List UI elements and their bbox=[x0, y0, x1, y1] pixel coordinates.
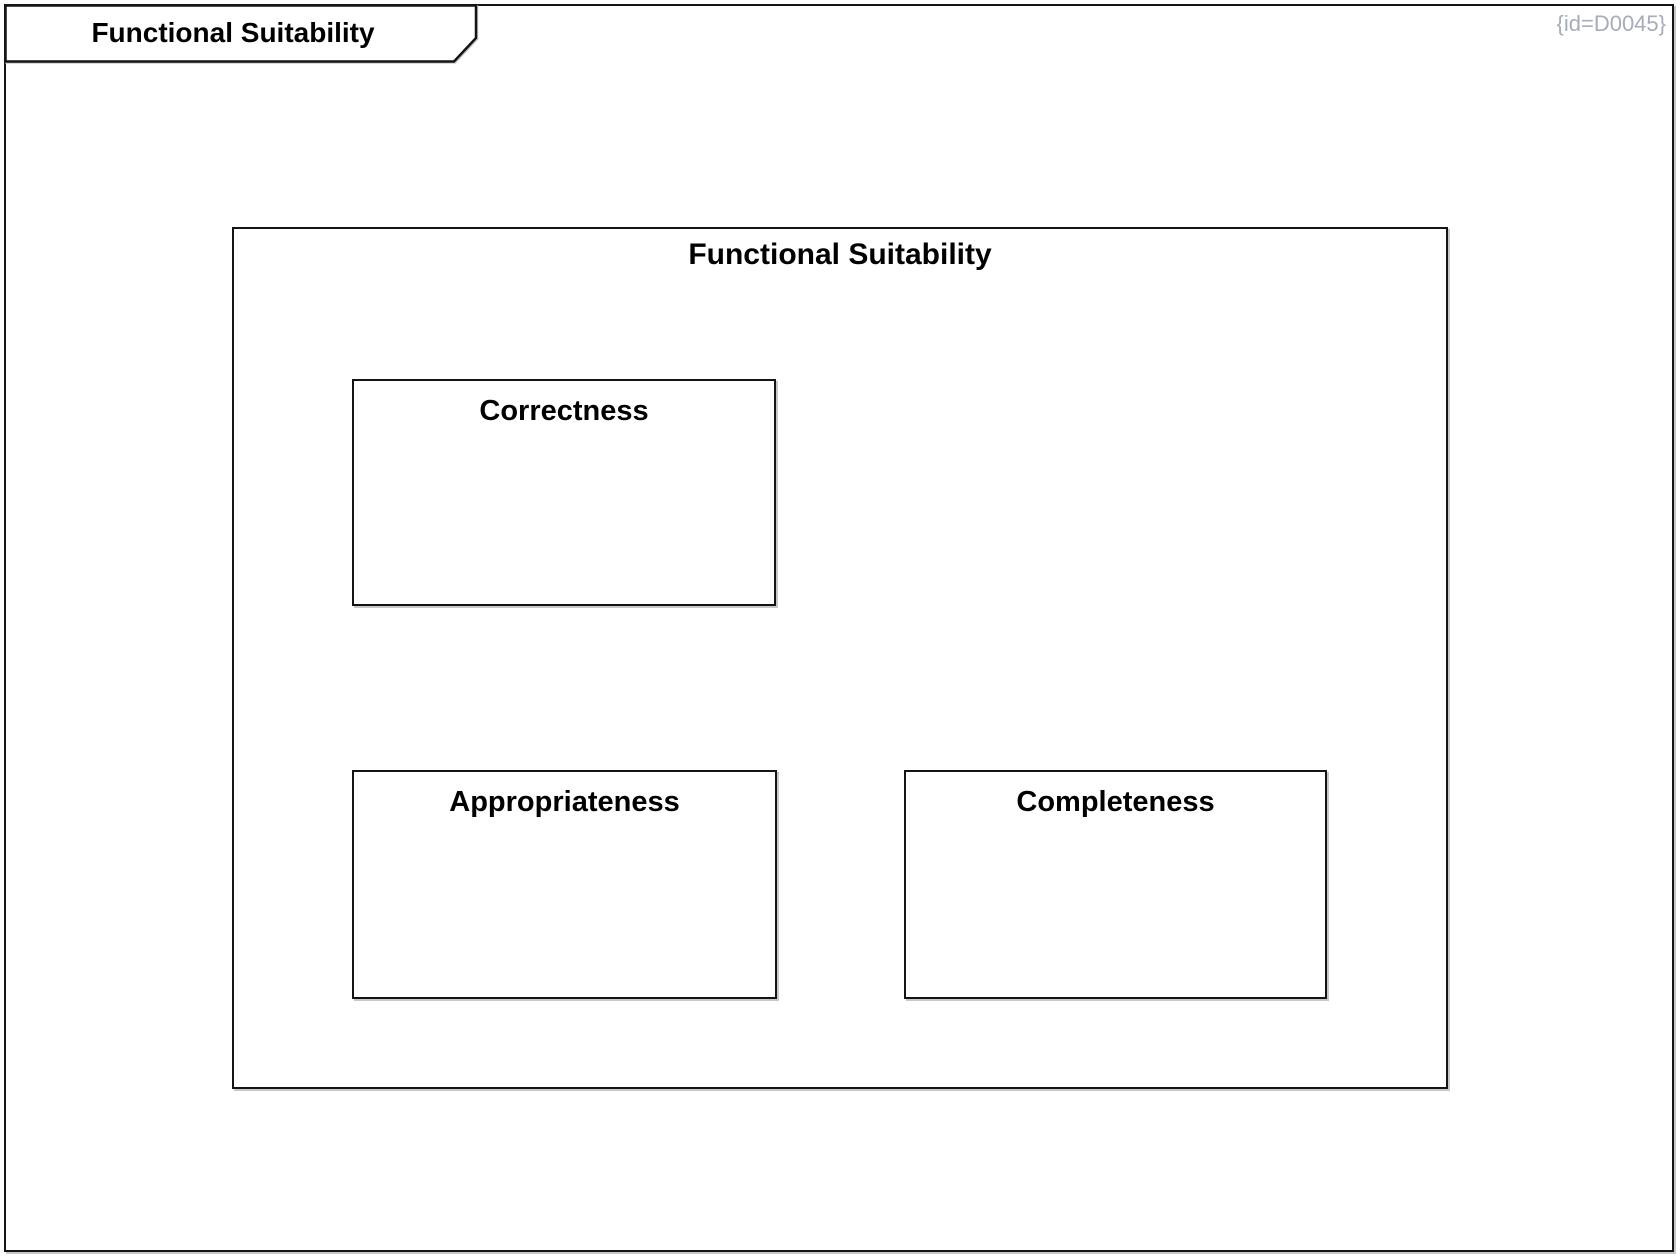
diagram-tab-title: Functional Suitability bbox=[91, 17, 375, 48]
diagram-id-label: {id=D0045} bbox=[1556, 11, 1667, 36]
tab-shape bbox=[4, 4, 478, 63]
block-title: Correctness bbox=[479, 395, 649, 427]
block-functional-suitability: Functional Suitability Correctness Appro… bbox=[232, 227, 1448, 1089]
block-title: Completeness bbox=[1016, 786, 1215, 818]
block-correctness: Correctness bbox=[352, 379, 776, 606]
block-appropriateness: Appropriateness bbox=[352, 770, 777, 999]
block-title: Functional Suitability bbox=[688, 238, 992, 271]
block-completeness: Completeness bbox=[904, 770, 1327, 999]
diagram-frame-tab bbox=[4, 4, 478, 63]
block-title: Appropriateness bbox=[449, 786, 680, 818]
